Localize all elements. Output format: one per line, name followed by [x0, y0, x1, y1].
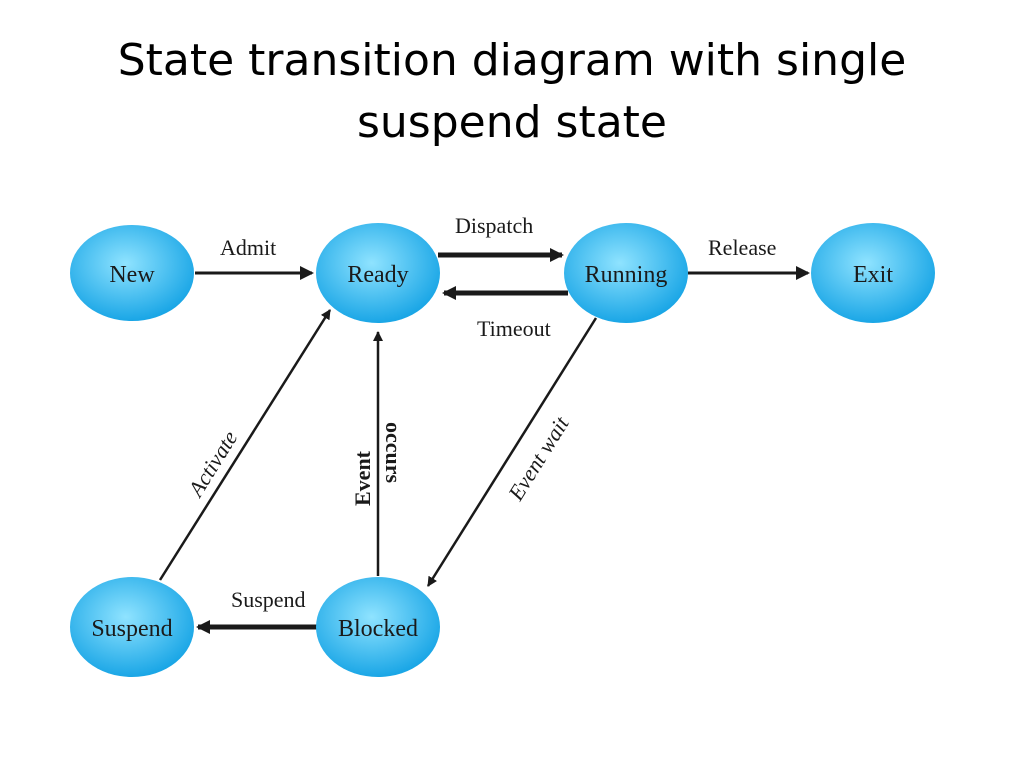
edge-label-timeout: Timeout: [477, 316, 551, 341]
edge-label-dispatch: Dispatch: [455, 213, 533, 238]
edge-label-suspend: Suspend: [231, 587, 306, 612]
state-ready: Ready: [316, 223, 440, 323]
edge-label-event-occurs-line-1: Event: [350, 450, 375, 506]
slide-title: State transition diagram with single sus…: [40, 30, 984, 154]
edge-label-event-occurs-line-2: occurs: [381, 422, 406, 484]
state-exit: Exit: [811, 223, 935, 323]
state-new: New: [70, 225, 194, 321]
edge-event-wait: [426, 317, 598, 587]
state-label-suspend: Suspend: [91, 616, 172, 642]
state-suspend: Suspend: [70, 577, 194, 677]
edge-activate: [158, 309, 332, 581]
state-blocked: Blocked: [316, 577, 440, 677]
state-label-new: New: [109, 262, 155, 288]
state-label-exit: Exit: [853, 262, 893, 288]
state-label-blocked: Blocked: [338, 616, 418, 642]
slide-title-line-1: State transition diagram with single: [117, 35, 907, 86]
edge-label-admit: Admit: [220, 235, 276, 260]
state-label-ready: Ready: [347, 262, 408, 288]
state-label-running: Running: [585, 262, 668, 288]
slide-title-line-2: suspend state: [357, 97, 667, 148]
edge-label-release: Release: [708, 235, 776, 260]
edge-label-event-wait: Event wait: [503, 411, 575, 505]
state-running: Running: [564, 223, 688, 323]
